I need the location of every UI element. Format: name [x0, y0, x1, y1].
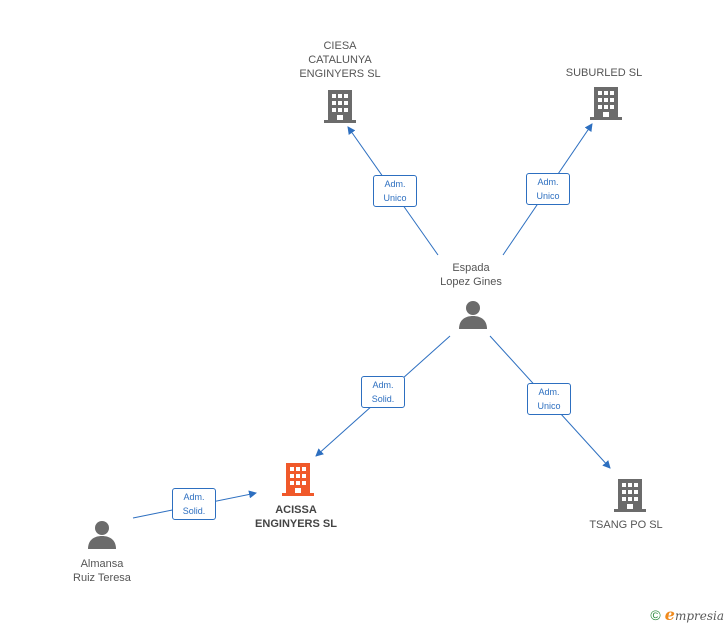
edge-badge-espada-tsang[interactable]: Adm. Unico: [527, 383, 571, 415]
node-label-tsang[interactable]: TSANG PO SL: [589, 519, 663, 531]
building-icon[interactable]: [614, 477, 646, 513]
edge-badge-almansa-acissa[interactable]: Adm. Solid.: [172, 488, 216, 520]
person-icon[interactable]: [88, 520, 116, 550]
building-icon-highlighted[interactable]: [282, 461, 314, 497]
brand-logo: empresia: [664, 605, 724, 624]
footer-brand[interactable]: ©empresia: [650, 605, 724, 624]
node-label-espada[interactable]: Espada Lopez Gines: [440, 262, 502, 288]
node-label-almansa[interactable]: Almansa Ruiz Teresa: [73, 558, 131, 584]
node-label-suburled[interactable]: SUBURLED SL: [565, 67, 643, 79]
node-label-acissa[interactable]: ACISSA ENGINYERS SL: [255, 504, 337, 530]
copyright-icon: ©: [650, 607, 661, 623]
edge-badge-espada-acissa[interactable]: Adm. Solid.: [361, 376, 405, 408]
node-label-ciesa[interactable]: CIESA CATALUNYA ENGINYERS SL: [299, 40, 381, 80]
person-icon[interactable]: [459, 300, 487, 330]
building-icon[interactable]: [324, 88, 356, 124]
edge-badge-espada-ciesa[interactable]: Adm. Unico: [373, 175, 417, 207]
edge-badge-espada-suburled[interactable]: Adm. Unico: [526, 173, 570, 205]
building-icon[interactable]: [590, 85, 622, 121]
